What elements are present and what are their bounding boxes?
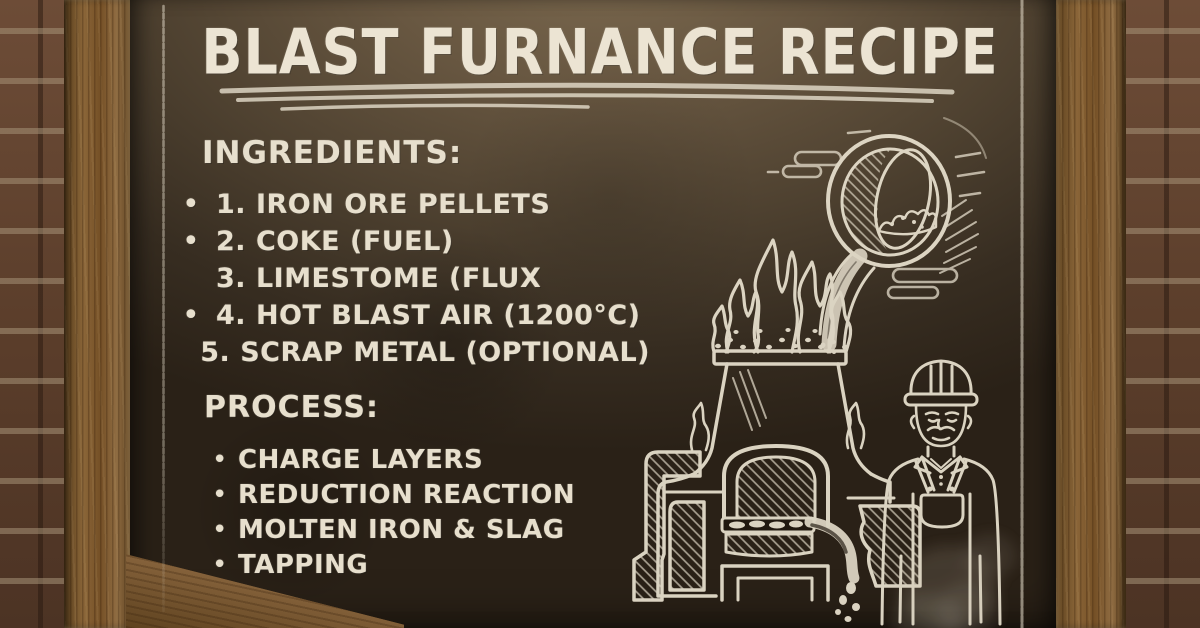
process-text: CHARGE LAYERS: [238, 444, 484, 475]
brick-wall-left: [0, 0, 64, 628]
process-heading: PROCESS:: [204, 390, 379, 425]
wood-frame-left: [64, 0, 130, 628]
bullet-dot: •: [182, 186, 200, 222]
list-item: 5. SCRAP METAL (OPTIONAL): [180, 334, 650, 371]
list-item: • CHARGE LAYERS: [180, 442, 650, 477]
ingredient-text: 3. LIMESTOME (FLUX: [216, 263, 542, 294]
list-item: 3. LIMESTOME (FLUX: [180, 260, 650, 297]
process-text: REDUCTION REACTION: [238, 479, 576, 510]
process-text: TAPPING: [238, 549, 369, 580]
bullet-dot: •: [212, 479, 228, 510]
wood-frame-right: [1056, 0, 1126, 628]
ingredients-heading: INGREDIENTS:: [202, 135, 463, 171]
ingredients-section: INGREDIENTS: • 1. IRON ORE PELLETS • 2. …: [180, 136, 650, 371]
ingredient-text: 5. SCRAP METAL (OPTIONAL): [200, 337, 650, 368]
list-item: • REDUCTION REACTION: [180, 477, 650, 512]
ingredient-text: 4. HOT BLAST AIR (1200°C): [216, 300, 641, 331]
list-item: • TAPPING: [180, 547, 650, 582]
brick-wall-right: [1126, 0, 1200, 628]
ingredients-list: • 1. IRON ORE PELLETS • 2. COKE (FUEL) 3…: [180, 186, 650, 371]
poster-title: BLAST FURNANCE RECIPE: [201, 16, 999, 89]
process-text: MOLTEN IRON & SLAG: [238, 514, 565, 545]
bullet-dot: •: [212, 549, 228, 580]
list-item: • 1. IRON ORE PELLETS: [180, 186, 650, 223]
bullet-dot: •: [212, 444, 228, 475]
bullet-dot: •: [182, 297, 200, 333]
ingredient-text: 1. IRON ORE PELLETS: [216, 189, 551, 220]
bullet-dot: •: [182, 223, 200, 259]
list-item: • MOLTEN IRON & SLAG: [180, 512, 650, 547]
process-section: PROCESS: • CHARGE LAYERS • REDUCTION REA…: [180, 392, 650, 582]
process-list: • CHARGE LAYERS • REDUCTION REACTION • M…: [180, 442, 650, 582]
ingredient-text: 2. COKE (FUEL): [216, 226, 454, 257]
list-item: • 4. HOT BLAST AIR (1200°C): [180, 297, 650, 334]
bullet-dot: •: [212, 514, 228, 545]
list-item: • 2. COKE (FUEL): [180, 223, 650, 260]
